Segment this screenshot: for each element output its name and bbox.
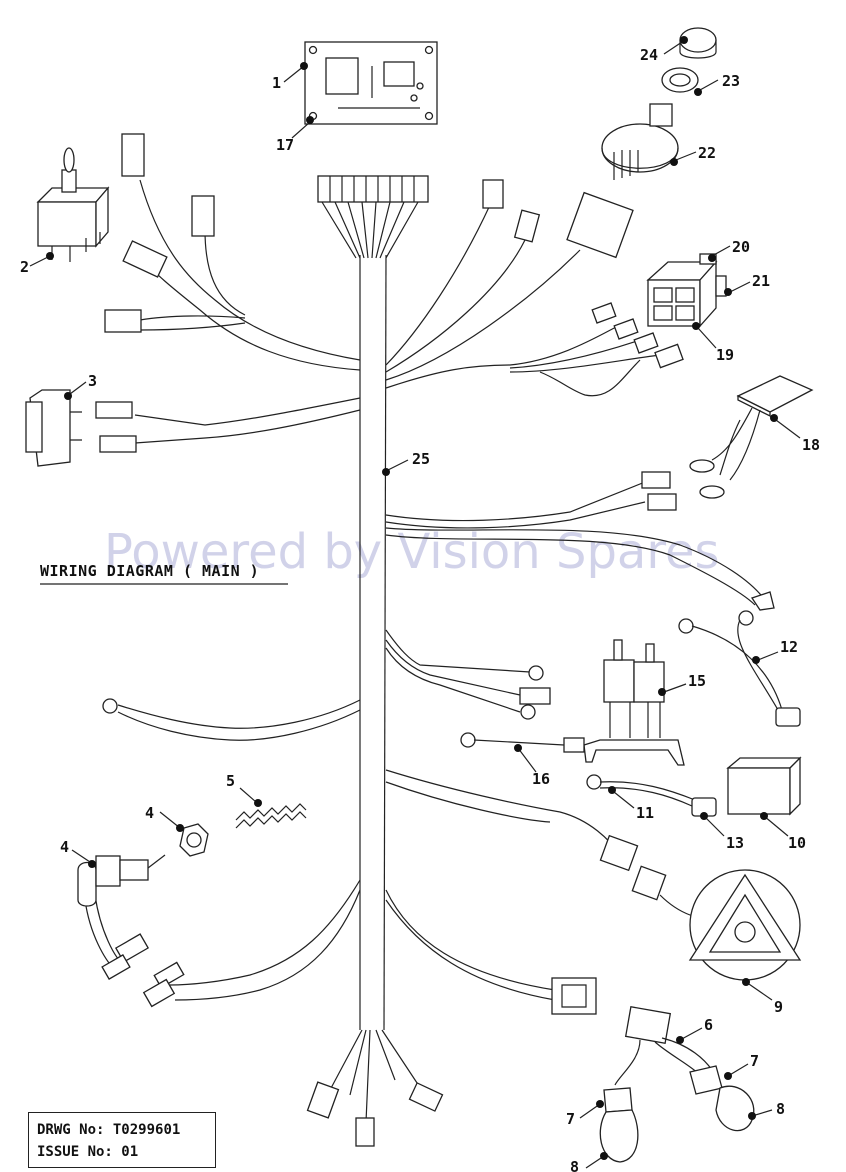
- callout-18: 18: [802, 436, 820, 454]
- drawing-number-row: DRWG No: T0299601: [37, 1119, 207, 1141]
- callout-22: 22: [698, 144, 716, 162]
- pcb-board: [304, 41, 438, 125]
- issue-number: 01: [121, 1144, 139, 1160]
- switch-cap: [679, 27, 717, 59]
- branch-mid-right: [385, 471, 775, 611]
- callout-7-right: 7: [750, 1052, 759, 1070]
- branch-item-15: [385, 629, 551, 720]
- issue-number-label: ISSUE No:: [37, 1144, 113, 1160]
- title-block: DRWG No: T0299601 ISSUE No: 01: [28, 1112, 216, 1168]
- callout-15: 15: [688, 672, 706, 690]
- drawing-number-label: DRWG No:: [37, 1122, 105, 1138]
- hex-nut: [179, 823, 209, 857]
- callout-13: 13: [726, 834, 744, 852]
- branch-upper-right: [385, 179, 684, 397]
- leader-lines: [29, 36, 801, 1169]
- callout-11: 11: [636, 804, 654, 822]
- branch-left-ring: [102, 698, 361, 741]
- branch-item-9: [385, 769, 721, 921]
- ring-lead-11: [586, 774, 696, 807]
- callout-19: 19: [716, 346, 734, 364]
- solenoid: [583, 639, 685, 766]
- callout-25: 25: [412, 450, 430, 468]
- key-switch: [77, 854, 166, 907]
- callout-17: 17: [276, 136, 294, 154]
- bezel-nut: [661, 67, 699, 93]
- callout-8-left: 8: [570, 1158, 579, 1172]
- toggle-switch: [36, 147, 110, 262]
- ring-lead-16: [460, 732, 585, 753]
- callout-2: 2: [20, 258, 29, 276]
- callout-4-nut: 4: [145, 804, 154, 822]
- callout-5: 5: [226, 772, 235, 790]
- callout-12: 12: [780, 638, 798, 656]
- callout-3: 3: [88, 372, 97, 390]
- callout-9: 9: [774, 998, 783, 1016]
- main-harness: [306, 175, 444, 1147]
- callout-20: 20: [732, 238, 750, 256]
- relay-box: [726, 756, 802, 816]
- callout-8-right: 8: [776, 1100, 785, 1118]
- callout-24: 24: [640, 46, 658, 64]
- callout-labels: 1 2 3 4 4 5 6 7 7 8 8 9 10 11 12 13 15 1…: [20, 46, 820, 1172]
- rocker-switch: [25, 389, 82, 467]
- branch-lower-right: [385, 889, 597, 1015]
- branch-upper-left: [104, 133, 361, 371]
- branch-item-3: [95, 397, 361, 453]
- sensor-lead-12: [678, 610, 801, 727]
- branch-item-4: [84, 879, 361, 1008]
- callout-21: 21: [752, 272, 770, 290]
- callout-23: 23: [722, 72, 740, 90]
- module-18: [689, 375, 814, 499]
- callout-1: 1: [272, 74, 281, 92]
- hazard-indicator: [688, 869, 802, 981]
- relay-block: [646, 253, 727, 328]
- diagram-title: WIRING DIAGRAM ( MAIN ): [40, 562, 259, 580]
- bulb-holder-assembly: [599, 1006, 755, 1163]
- callout-7-left: 7: [566, 1110, 575, 1128]
- callout-10: 10: [788, 834, 806, 852]
- callout-16: 16: [532, 770, 550, 788]
- issue-number-row: ISSUE No: 01: [37, 1141, 207, 1163]
- callout-6: 6: [704, 1016, 713, 1034]
- spring: [235, 803, 307, 829]
- callout-4-switch: 4: [60, 838, 69, 856]
- ignition-switch: [601, 103, 679, 180]
- drawing-number: T0299601: [112, 1122, 181, 1138]
